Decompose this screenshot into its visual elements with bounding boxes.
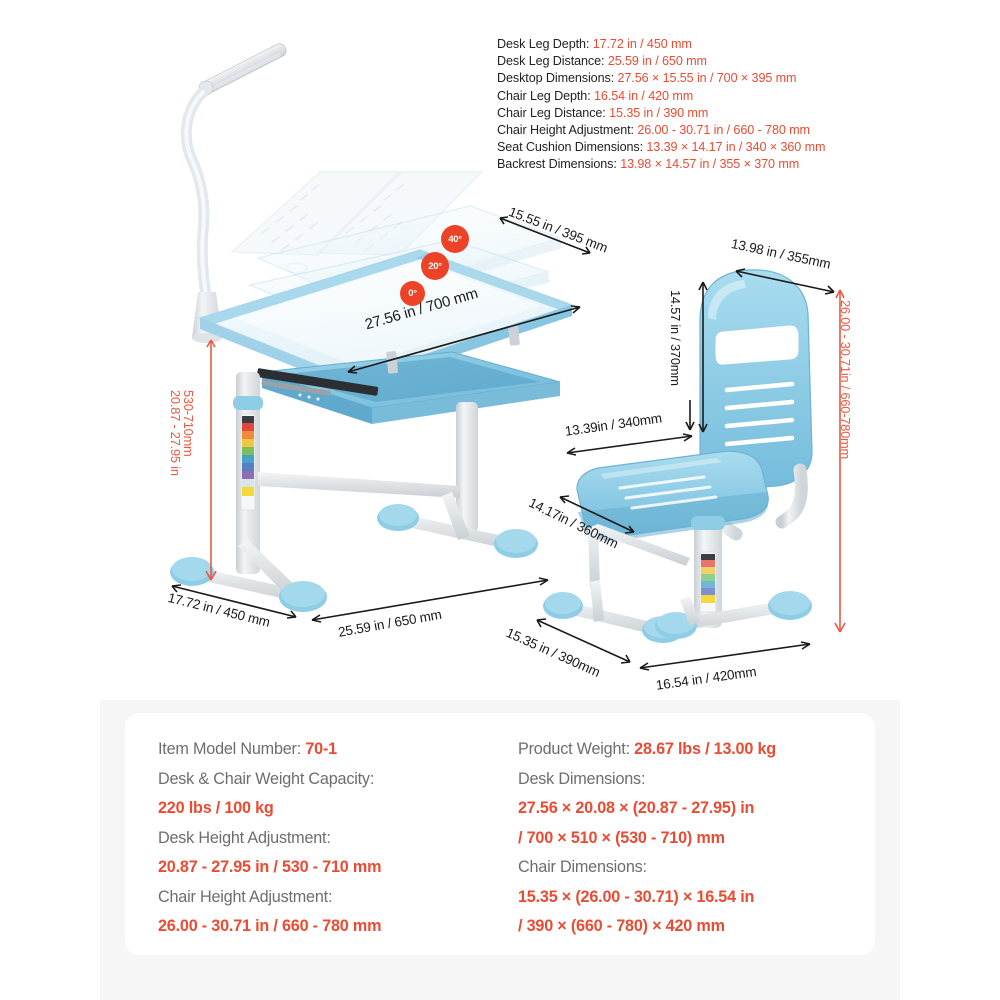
spec-label: Desktop Dimensions: xyxy=(497,71,618,86)
panel-line: Desk & Chair Weight Capacity: xyxy=(158,769,375,788)
chair-dimension-arrows xyxy=(536,268,835,671)
panel-line: Product Weight: 28.67 lbs / 13.00 kg xyxy=(518,735,875,765)
spec-row: Seat Cushion Dimensions: 13.39 × 14.17 i… xyxy=(497,139,917,156)
spec-value: 26.00 - 30.71 in / 660 - 780 mm xyxy=(637,123,810,138)
desk-frame xyxy=(170,372,538,612)
spec-panel-columns: Item Model Number: 70-1 Desk & Chair Wei… xyxy=(125,713,875,955)
spec-value: 17.72 in / 450 mm xyxy=(592,37,692,51)
spec-row: Chair Height Adjustment: 26.00 - 30.71 i… xyxy=(497,122,917,139)
panel-line: Desk Dimensions: xyxy=(518,769,646,788)
height-gauge-sticker xyxy=(242,416,254,508)
panel-value: 70-1 xyxy=(305,740,337,758)
product-illustration: 0° 20° 40° 15.55 in / 395 mm 27.56 in / … xyxy=(166,43,853,693)
panel-value: 28.67 lbs / 13.00 kg xyxy=(634,740,776,758)
spec-row: Chair Leg Depth: 16.54 in / 420 mm xyxy=(497,88,917,105)
spec-value: 27.56 × 15.55 in / 700 × 395 mm xyxy=(617,71,797,86)
desk-drawer xyxy=(256,325,561,424)
panel-line: 220 lbs / 100 kg xyxy=(158,799,274,817)
spec-value: 13.39 × 14.17 in / 340 × 360 mm xyxy=(646,140,826,155)
chair-height-label: 26.00 - 30.71in / 660-780mm xyxy=(838,300,853,459)
spec-panel-left-column: Item Model Number: 70-1 Desk & Chair Wei… xyxy=(125,735,500,955)
spec-row: Backrest Dimensions: 13.98 × 14.57 in / … xyxy=(497,156,917,173)
chair-feet xyxy=(543,580,812,643)
spec-value: 16.54 in / 420 mm xyxy=(594,88,694,103)
panel-line: Item Model Number: 70-1 xyxy=(158,735,500,765)
spec-label: Seat Cushion Dimensions: xyxy=(497,140,647,155)
panel-line: Chair Dimensions: xyxy=(518,858,647,876)
chair-column xyxy=(588,516,725,628)
panel-line: Chair Height Adjustment: xyxy=(158,887,333,906)
spec-label: Desk Leg Depth: xyxy=(497,37,593,51)
spec-row: Desktop Dimensions: 27.56 × 15.55 in / 7… xyxy=(497,70,917,87)
spec-panel-card xyxy=(125,713,875,955)
panel-line: 26.00 - 30.71 in / 660 - 780 mm xyxy=(158,917,382,935)
panel-line: / 700 × 510 × (530 - 710) mm xyxy=(518,828,725,847)
desk-height-arrow xyxy=(205,339,217,581)
illustration-svg xyxy=(170,43,846,671)
tilt-badge-40: 40° xyxy=(441,225,469,253)
spec-label: Chair Leg Distance: xyxy=(497,105,610,120)
tilt-badge-20: 20° xyxy=(421,252,449,280)
spec-label: Chair Height Adjustment: xyxy=(497,123,638,138)
chair-backrest xyxy=(699,269,813,491)
spec-value: 15.35 in / 390 mm xyxy=(609,105,709,120)
panel-line: 15.35 × (26.00 - 30.71) × 16.54 in xyxy=(518,887,755,906)
chair-height-arrow xyxy=(834,289,846,633)
desk-height-label-mm: 530-710mm xyxy=(181,390,196,457)
panel-line: Desk Height Adjustment: xyxy=(158,828,331,847)
spec-label: Backrest Dimensions: xyxy=(497,157,621,172)
chair-height-gauge-sticker xyxy=(701,554,715,611)
chair-backrest-height-label: 14.57 in / 370mm xyxy=(668,290,683,386)
top-spec-list: Desk Leg Depth: 17.72 in / 450 mm Desk L… xyxy=(497,36,917,174)
spec-row: Desk Leg Distance: 25.59 in / 650 mm xyxy=(497,53,917,70)
spec-label: Desk Leg Distance: xyxy=(497,54,608,69)
spec-label: Chair Leg Depth: xyxy=(497,88,595,103)
tilt-badge-0: 0° xyxy=(400,281,425,306)
panel-label: Product Weight: xyxy=(518,740,635,758)
spec-value: 13.98 × 14.57 in / 355 × 370 mm xyxy=(620,157,800,172)
spec-row: Chair Leg Distance: 15.35 in / 390 mm xyxy=(497,105,917,122)
spec-panel-right-column: Product Weight: 28.67 lbs / 13.00 kg Des… xyxy=(500,735,875,955)
panel-label: Item Model Number: xyxy=(158,740,306,758)
panel-line: 20.87 - 27.95 in / 530 - 710 mm xyxy=(158,858,382,876)
spec-value: 25.59 in / 650 mm xyxy=(607,54,707,69)
panel-line: / 390 × (660 - 780) × 420 mm xyxy=(518,917,725,935)
panel-line: 27.56 × 20.08 × (20.87 - 27.95) in xyxy=(518,799,755,817)
desk-dimension-arrows xyxy=(171,216,591,623)
spec-row: Desk Leg Depth: 17.72 in / 450 mm xyxy=(497,36,917,53)
